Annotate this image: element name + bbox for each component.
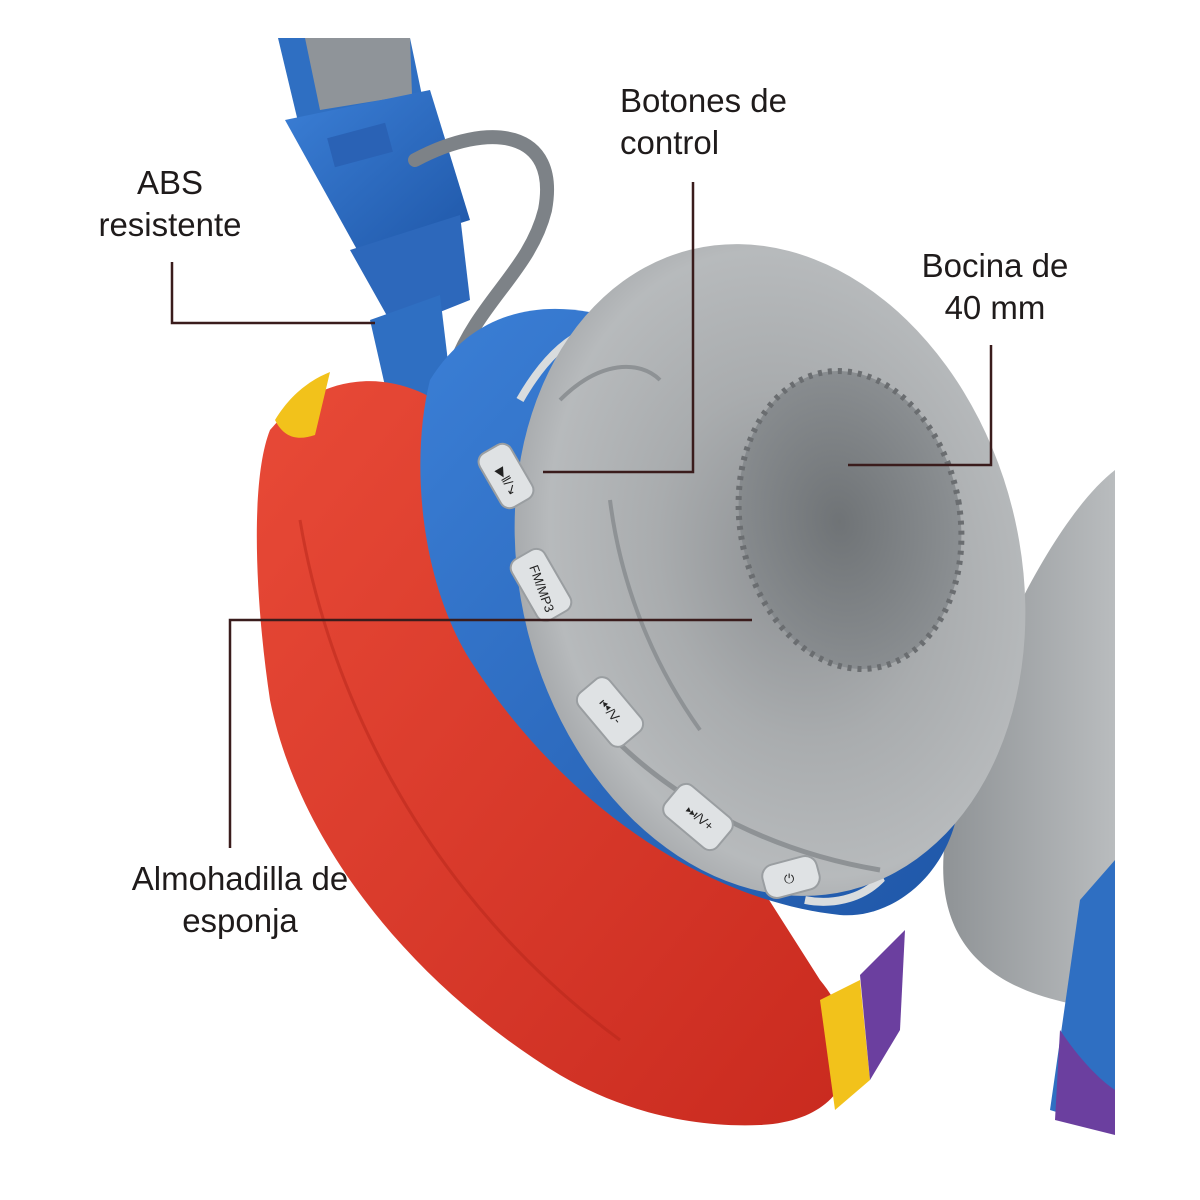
almohadilla-leader-line — [228, 618, 752, 848]
ear-cushion — [514, 244, 1026, 896]
power-icon: ⏻ — [784, 871, 794, 886]
prev-volume-down-button[interactable]: ⏮/V- — [573, 673, 647, 751]
abs-leader-line — [170, 262, 375, 325]
almohadilla-label-line2: esponja — [182, 902, 298, 939]
abs-label-line1: ABS — [136, 164, 204, 201]
right-ear-cup — [943, 470, 1115, 1135]
bocina-label-line2: 40 mm — [944, 289, 1046, 326]
power-button[interactable]: ⏻ — [760, 853, 823, 900]
almohadilla-label: Almohadilla de esponja — [105, 858, 375, 942]
bocina-label: Bocina de 40 mm — [890, 245, 1100, 329]
leader-lines — [170, 182, 993, 848]
next-volume-up-button[interactable]: ⏭/V+ — [659, 780, 737, 854]
botones-label-line1: Botones de — [620, 82, 787, 119]
headband — [278, 38, 554, 430]
botones-leader-line — [543, 182, 695, 474]
bocina-label-line1: Bocina de — [921, 247, 1069, 284]
botones-label-line2: control — [620, 124, 720, 161]
play-pause-call-button[interactable]: ▶‖/↘ — [475, 440, 537, 512]
almohadilla-label-line1: Almohadilla de — [131, 860, 349, 897]
abs-label-line2: resistente — [98, 206, 242, 243]
fm-mp3-button[interactable]: FM/MP3 — [507, 545, 575, 625]
bocina-leader-line — [848, 345, 993, 467]
botones-label: Botones de control — [620, 80, 830, 164]
control-buttons: ▶‖/↘ FM/MP3 ⏮/V- ⏭/V+ ⏻ — [475, 440, 823, 900]
abs-label: ABS resistente — [70, 162, 270, 246]
